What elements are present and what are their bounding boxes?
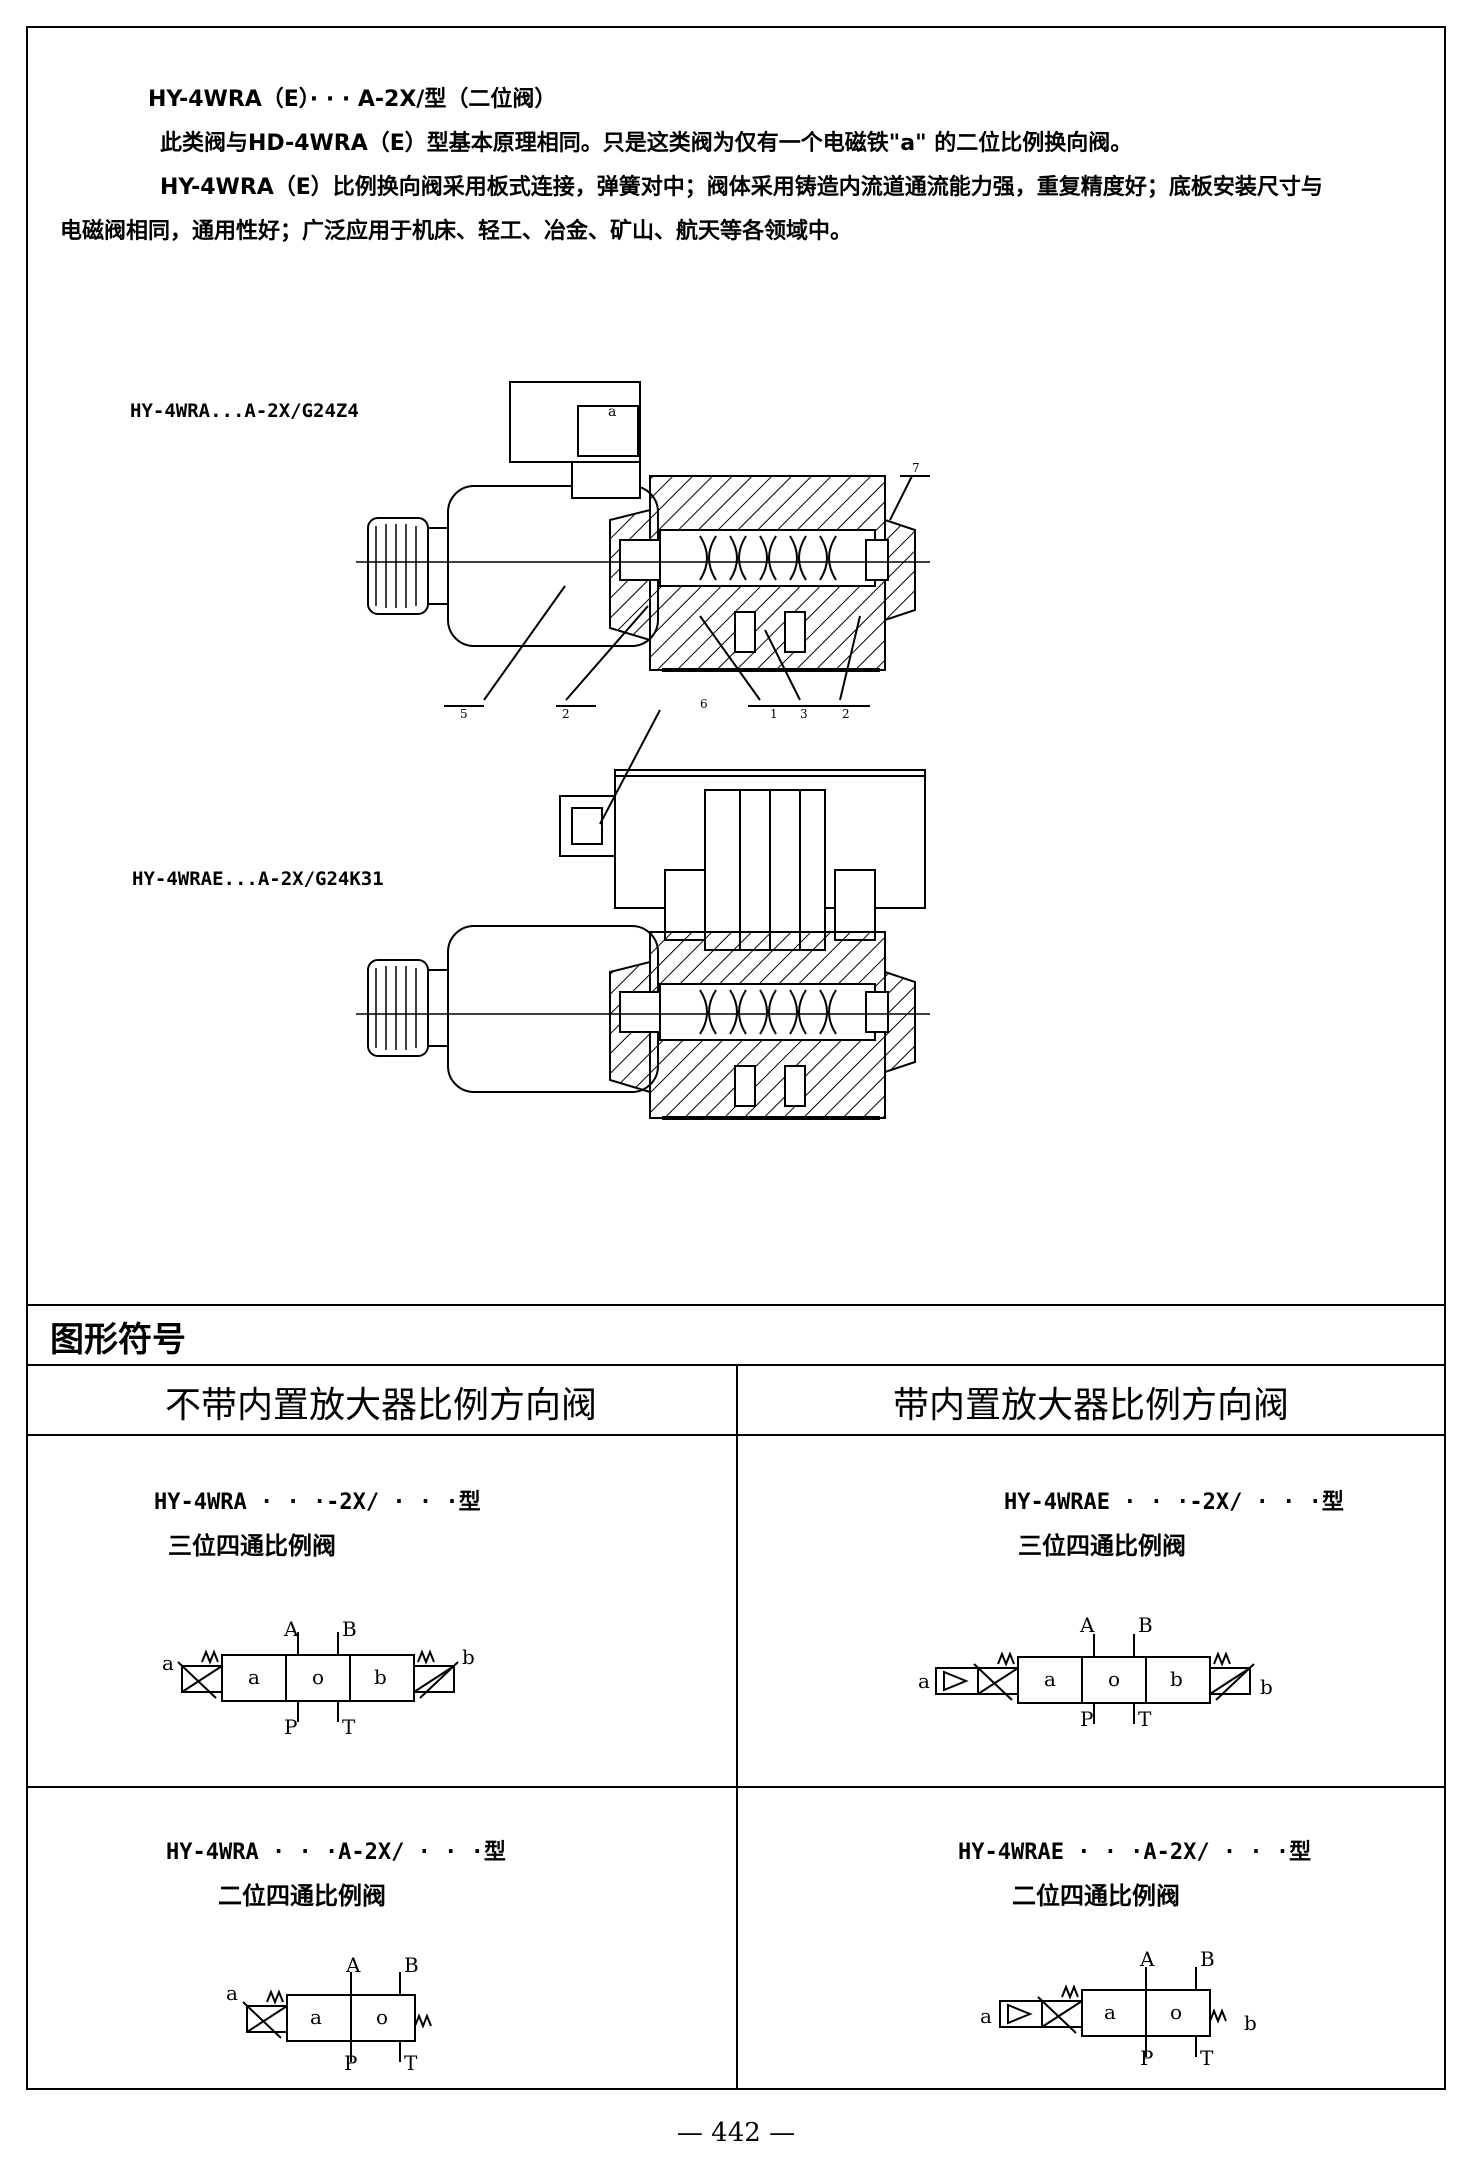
s2-b: b: [1170, 1667, 1183, 1691]
symbol-2pos-amp: [999, 1967, 1227, 2057]
s4-P: P: [1140, 2046, 1153, 2070]
cell3-desc: 二位四通比例阀: [218, 1882, 386, 1910]
valve-cross-section-drawing: a 5 2: [356, 381, 930, 1120]
s4-o: o: [1170, 2000, 1182, 2024]
symbol-2pos-no-amp: [242, 1972, 432, 2062]
s2-a: a: [1044, 1667, 1056, 1691]
callout-1: 1: [770, 707, 778, 721]
drawing-label-bottom: HY-4WRAE...A-2X/G24K31: [132, 868, 384, 890]
symbol-3pos-amp: [935, 1634, 1255, 1724]
intro-line-1: 此类阀与HD-4WRA（E）型基本原理相同。只是这类阀为仅有一个电磁铁"a" 的…: [160, 131, 1133, 156]
s2-P: P: [1080, 1707, 1093, 1731]
s3-P: P: [344, 2051, 357, 2075]
callout-2b: 2: [842, 707, 850, 721]
callout-6: 6: [700, 697, 708, 711]
s3-T: T: [404, 2051, 418, 2075]
s2-b-end: b: [1260, 1675, 1273, 1699]
symbol-3pos-no-amp: [177, 1632, 459, 1722]
callout-5: 5: [460, 707, 468, 721]
top-valve-drawing: a: [356, 381, 930, 707]
s3-A: A: [345, 1953, 361, 1977]
s2-A: A: [1079, 1613, 1095, 1637]
s2-B: B: [1138, 1613, 1153, 1637]
s4-B: B: [1200, 1947, 1215, 1971]
section-divider: [26, 1304, 1446, 1306]
s1-o: o: [312, 1665, 324, 1689]
s3-B: B: [404, 1953, 419, 1977]
cell2-model: HY-4WRAE · · ·-2X/ · · ·型: [1004, 1490, 1344, 1515]
col-head-right: 带内置放大器比例方向阀: [892, 1385, 1289, 1426]
callout-7: 7: [912, 461, 920, 475]
symbol-letters: a o b a b A B P T a o b a b A B P T a o …: [162, 1613, 1273, 2075]
s1-a: a: [248, 1665, 260, 1689]
cell4-model: HY-4WRAE · · ·A-2X/ · · ·型: [958, 1840, 1312, 1865]
page-number: — 442 —: [676, 2118, 796, 2148]
s1-b-end: b: [462, 1645, 475, 1669]
callout-3: 3: [800, 707, 808, 721]
cell1-model: HY-4WRA · · ·-2X/ · · ·型: [154, 1490, 481, 1515]
s4-A: A: [1139, 1947, 1155, 1971]
column-divider: [736, 1364, 738, 2090]
s4-T: T: [1200, 2046, 1214, 2070]
cell3-model: HY-4WRA · · ·A-2X/ · · ·型: [166, 1840, 506, 1865]
intro-line-2: HY-4WRA（E）比例换向阀采用板式连接，弹簧对中；阀体采用铸造内流道通流能力…: [160, 175, 1323, 200]
s1-B: B: [342, 1617, 357, 1641]
intro-line-3: 电磁阀相同，通用性好；广泛应用于机床、轻工、冶金、矿山、航天等各领域中。: [60, 219, 853, 244]
s2-a-end: a: [918, 1669, 930, 1693]
drawing-label-top: HY-4WRA...A-2X/G24Z4: [130, 400, 359, 422]
cell1-desc: 三位四通比例阀: [168, 1532, 336, 1560]
s4-a: a: [1104, 2000, 1116, 2024]
s2-o: o: [1108, 1667, 1120, 1691]
s1-a-end: a: [162, 1651, 174, 1675]
s3-a: a: [310, 2005, 322, 2029]
s1-b: b: [374, 1665, 387, 1689]
callout-2: 2: [562, 707, 570, 721]
s1-A: A: [283, 1617, 299, 1641]
s4-a-end: a: [980, 2004, 992, 2028]
coil-letter: a: [608, 404, 616, 420]
symbols-section-title: 图形符号: [50, 1320, 186, 1360]
s4-b-end: b: [1244, 2011, 1257, 2035]
s3-a-end: a: [226, 1981, 238, 2005]
intro-title: HY-4WRA（E）· · · A-2X/型（二位阀）: [148, 87, 557, 112]
bottom-valve-drawing: [356, 709, 930, 1120]
cell4-desc: 二位四通比例阀: [1012, 1882, 1180, 1910]
intro-text: HY-4WRA（E）· · · A-2X/型（二位阀） 此类阀与HD-4WRA（…: [60, 78, 1380, 254]
s3-o: o: [376, 2005, 388, 2029]
s1-T: T: [342, 1715, 356, 1739]
top-callouts: 5 2 1 3 2 7 6: [460, 461, 920, 721]
s1-P: P: [284, 1715, 297, 1739]
col-head-left: 不带内置放大器比例方向阀: [164, 1385, 597, 1426]
s2-T: T: [1138, 1707, 1152, 1731]
cell2-desc: 三位四通比例阀: [1018, 1532, 1186, 1560]
